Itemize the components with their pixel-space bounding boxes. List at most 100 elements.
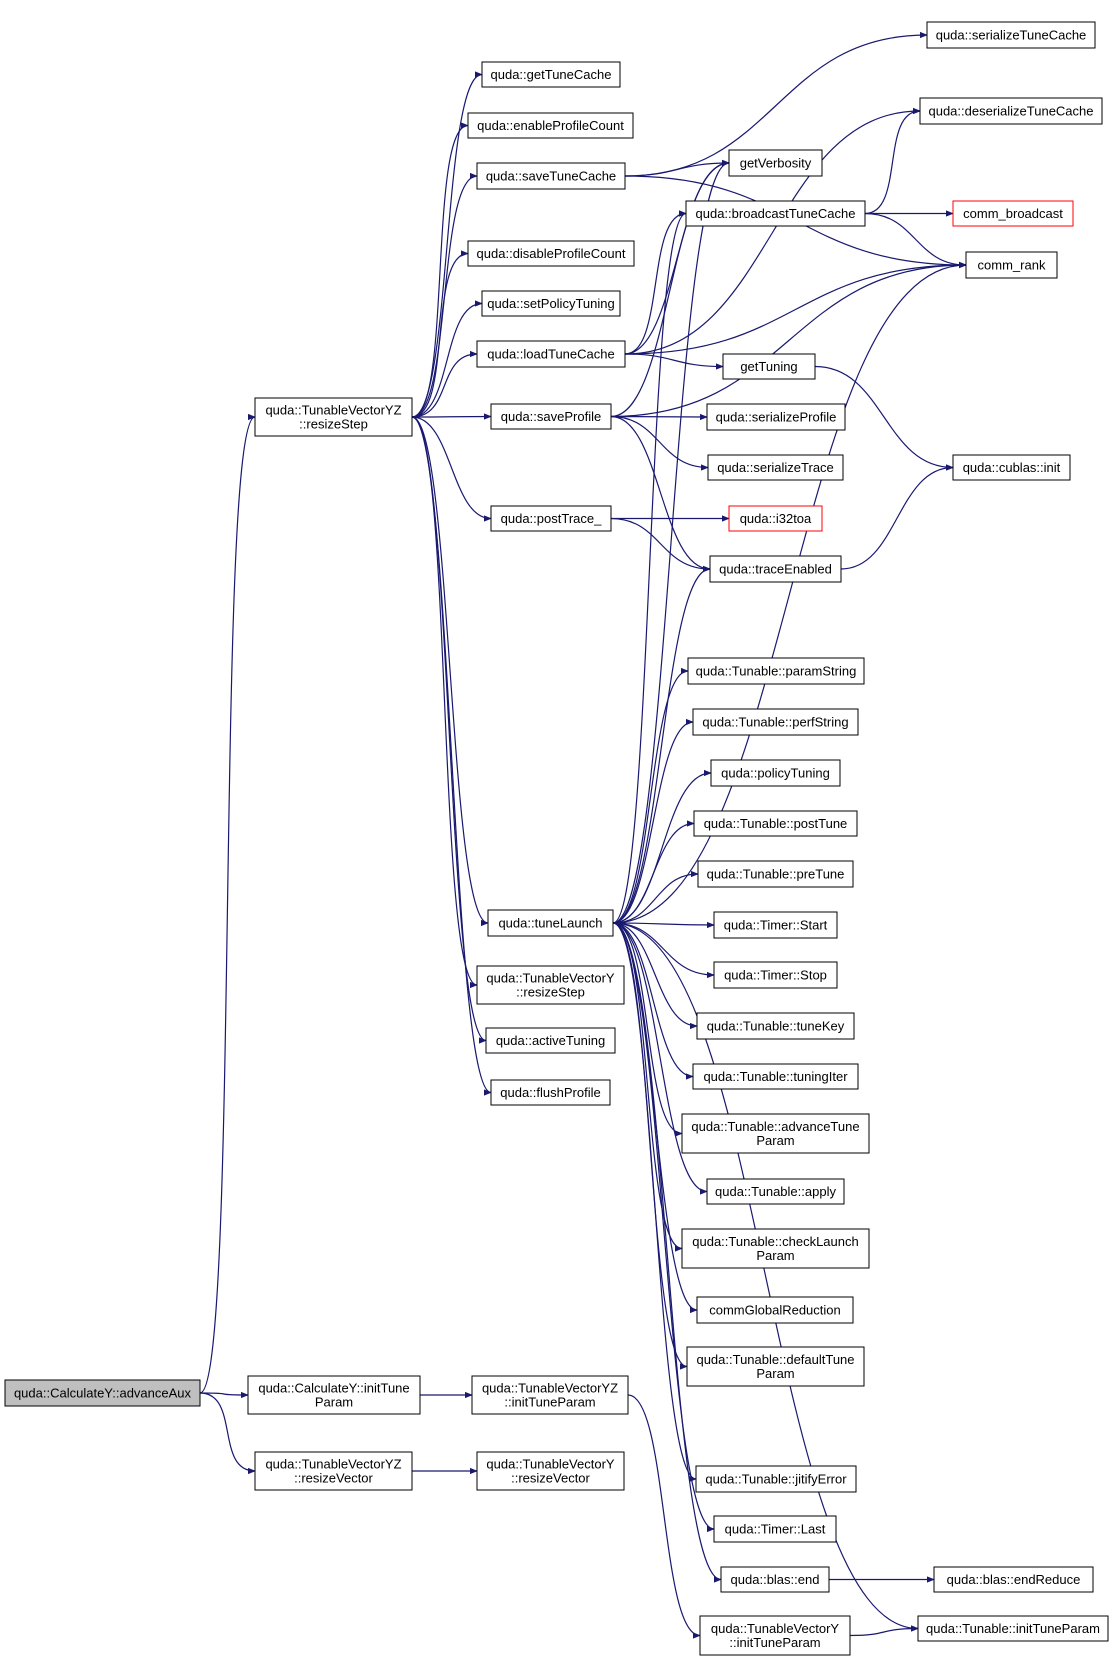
node-label: Param <box>756 1248 794 1263</box>
node-post-trace[interactable]: quda::postTrace_ <box>490 505 612 532</box>
edge-tune-launch-to-tune-key <box>612 922 698 1030</box>
node-box <box>696 1296 854 1324</box>
node-box <box>247 1375 421 1415</box>
edge-save-profile-to-trace-enabled <box>610 415 711 573</box>
node-set-policy-tuning[interactable]: quda::setPolicyTuning <box>481 290 621 317</box>
node-label: quda::serializeProfile <box>716 410 837 425</box>
node-box <box>467 112 634 139</box>
node-label: quda::policyTuning <box>721 766 830 781</box>
node-end-reduce[interactable]: quda::blas::endReduce <box>933 1566 1094 1593</box>
node-advance-aux[interactable]: quda::CalculateY::advanceAux <box>4 1379 201 1407</box>
node-flush-profile[interactable]: quda::flushProfile <box>490 1079 611 1106</box>
node-box <box>681 1228 870 1269</box>
node-timer-stop[interactable]: quda::Timer::Stop <box>713 961 838 989</box>
node-param-string[interactable]: quda::Tunable::paramString <box>687 657 865 685</box>
node-box <box>471 1375 629 1415</box>
node-disable-profile-count[interactable]: quda::disableProfileCount <box>467 240 635 267</box>
node-label: ::initTuneParam <box>504 1395 595 1410</box>
node-box <box>952 200 1074 227</box>
node-label: quda::loadTuneCache <box>487 347 614 362</box>
edge-save-profile-to-serialize-profile <box>610 413 708 421</box>
node-broadcast-tune-cache[interactable]: quda::broadcastTuneCache <box>685 200 866 227</box>
edge-tune-launch-to-comm-rank <box>612 261 967 924</box>
node-box <box>706 403 846 431</box>
edge-save-profile-to-serialize-trace <box>610 415 709 471</box>
node-label: ::initTuneParam <box>729 1635 820 1650</box>
node-get-verbosity[interactable]: getVerbosity <box>728 149 823 177</box>
node-tvyz-resize-step[interactable]: quda::TunableVectorYZ::resizeStep <box>254 397 413 437</box>
node-blas-end[interactable]: quda::blas::end <box>720 1566 830 1593</box>
node-tvyz-init-tune[interactable]: quda::TunableVectorYZ::initTuneParam <box>471 1375 629 1415</box>
node-cublas-init[interactable]: quda::cublas::init <box>952 454 1071 481</box>
node-label: quda::Tunable::checkLaunch <box>692 1234 858 1249</box>
edge-tune-launch-to-post-tune <box>612 820 695 924</box>
node-timer-last[interactable]: quda::Timer::Last <box>713 1515 837 1543</box>
node-box <box>713 961 838 989</box>
node-tvy-init-tune[interactable]: quda::TunableVectorY::initTuneParam <box>699 1615 851 1656</box>
node-tvyz-resize-vector[interactable]: quda::TunableVectorYZ::resizeVector <box>254 1451 413 1491</box>
node-i32toa[interactable]: quda::i32toa <box>728 505 823 532</box>
node-pre-tune[interactable]: quda::Tunable::preTune <box>697 860 854 888</box>
node-perf-string[interactable]: quda::Tunable::perfString <box>692 708 859 736</box>
node-get-tuning[interactable]: getTuning <box>722 353 816 380</box>
node-box <box>917 1615 1109 1642</box>
node-active-tuning[interactable]: quda::activeTuning <box>485 1027 616 1054</box>
node-apply[interactable]: quda::Tunable::apply <box>706 1178 845 1205</box>
node-box <box>4 1379 201 1407</box>
node-label: quda::broadcastTuneCache <box>696 206 856 221</box>
edge-tvyz-resize-step-to-flush-profile <box>411 416 492 1096</box>
node-tvy-resize-vector[interactable]: quda::TunableVectorY::resizeVector <box>476 1451 625 1491</box>
node-comm-global-reduction[interactable]: commGlobalReduction <box>696 1296 854 1324</box>
node-serialize-trace[interactable]: quda::serializeTrace <box>707 454 844 481</box>
edge-tune-launch-to-blas-end <box>612 922 722 1583</box>
edge-tune-launch-to-pre-tune <box>612 870 699 924</box>
node-timer-start[interactable]: quda::Timer::Start <box>713 911 838 939</box>
node-label: ::resizeStep <box>299 417 368 432</box>
node-policy-tuning[interactable]: quda::policyTuning <box>710 759 841 787</box>
node-save-tune-cache[interactable]: quda::saveTuneCache <box>476 162 626 190</box>
edge-tvyz-resize-step-to-disable-profile-count <box>411 250 469 418</box>
node-comm-broadcast[interactable]: comm_broadcast <box>952 200 1074 227</box>
node-box <box>926 21 1096 49</box>
node-tune-launch[interactable]: quda::tuneLaunch <box>487 909 614 937</box>
node-box <box>681 1113 870 1154</box>
node-jitify-error[interactable]: quda::Tunable::jitifyError <box>695 1465 857 1493</box>
node-deserialize-tune-cache[interactable]: quda::deserializeTuneCache <box>919 97 1103 125</box>
node-get-tune-cache[interactable]: quda::getTuneCache <box>481 61 621 88</box>
edge-tune-launch-to-advance-tune-param <box>612 922 683 1137</box>
node-label: quda::Timer::Stop <box>724 968 827 983</box>
node-serialize-tune-cache[interactable]: quda::serializeTuneCache <box>926 21 1096 49</box>
node-label: quda::TunableVectorYZ <box>265 1457 401 1472</box>
node-tuning-iter[interactable]: quda::Tunable::tuningIter <box>692 1063 859 1090</box>
node-tune-key[interactable]: quda::Tunable::tuneKey <box>696 1012 855 1040</box>
edge-post-trace-to-trace-enabled <box>610 517 711 573</box>
node-tvy-resize-step[interactable]: quda::TunableVectorY::resizeStep <box>476 965 625 1005</box>
node-save-profile[interactable]: quda::saveProfile <box>490 403 612 430</box>
node-post-tune[interactable]: quda::Tunable::postTune <box>693 810 858 837</box>
node-label: comm_rank <box>978 258 1046 273</box>
node-tunable-init-tune[interactable]: quda::Tunable::initTuneParam <box>917 1615 1109 1642</box>
node-box <box>710 759 841 787</box>
node-box <box>490 1079 611 1106</box>
node-comm-rank[interactable]: comm_rank <box>965 251 1058 279</box>
node-enable-profile-count[interactable]: quda::enableProfileCount <box>467 112 634 139</box>
node-calc-init-tune[interactable]: quda::CalculateY::initTuneParam <box>247 1375 421 1415</box>
node-label: quda::TunableVectorYZ <box>482 1381 618 1396</box>
node-trace-enabled[interactable]: quda::traceEnabled <box>709 555 842 583</box>
node-box <box>687 657 865 685</box>
node-box <box>919 97 1103 125</box>
node-load-tune-cache[interactable]: quda::loadTuneCache <box>476 340 626 368</box>
edge-advance-aux-to-calc-init-tune <box>199 1391 249 1399</box>
node-serialize-profile[interactable]: quda::serializeProfile <box>706 403 846 431</box>
node-label: ::resizeStep <box>516 985 585 1000</box>
node-box <box>709 555 842 583</box>
node-label: quda::blas::endReduce <box>947 1572 1081 1587</box>
node-label: quda::serializeTuneCache <box>936 28 1087 43</box>
node-label: quda::Tunable::advanceTune <box>691 1119 859 1134</box>
edge-tune-launch-to-timer-start <box>612 921 715 929</box>
node-label: quda::Tunable::jitifyError <box>705 1472 847 1487</box>
